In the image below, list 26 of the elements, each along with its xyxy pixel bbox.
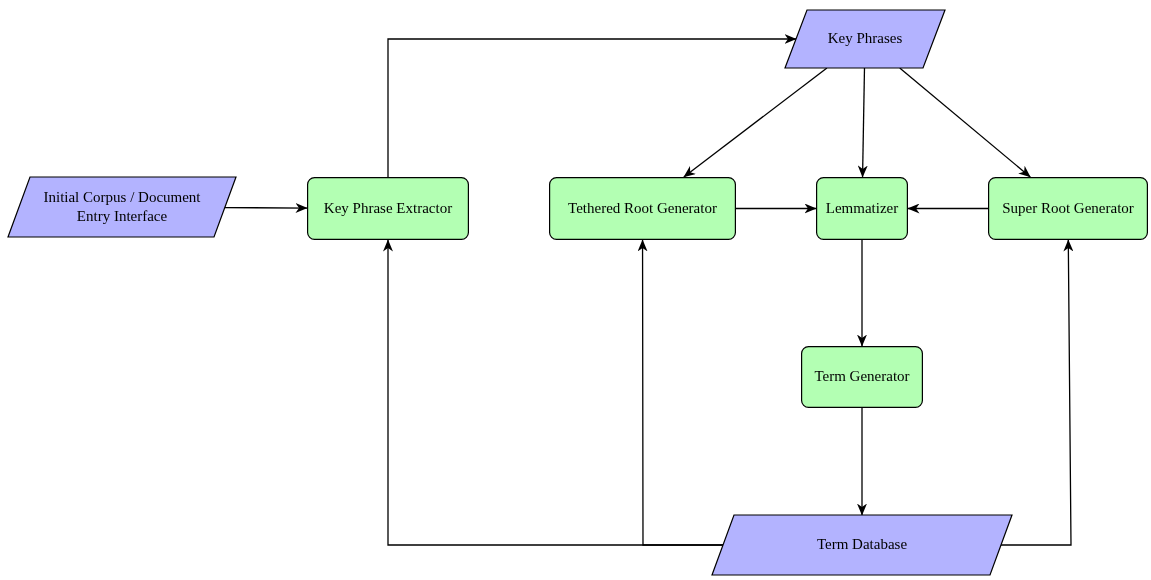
data-parallelogram	[785, 10, 945, 68]
arrow	[683, 67, 828, 178]
arrow	[735, 203, 817, 214]
process-box	[801, 346, 923, 408]
arrow	[637, 239, 724, 546]
process-box	[816, 177, 908, 240]
node-label: Key Phrases	[827, 29, 903, 49]
arrow	[224, 203, 308, 213]
arrow	[899, 67, 1031, 178]
process-box	[549, 177, 736, 240]
arrow	[857, 239, 867, 347]
arrow	[387, 34, 797, 178]
node-label: Key Phrase Extractor	[323, 198, 453, 218]
data-parallelogram	[8, 177, 236, 237]
node-label: Tethered Root Generator	[568, 198, 717, 218]
arrow	[857, 67, 868, 178]
node-label: Lemmatizer	[825, 198, 899, 218]
arrow	[857, 407, 867, 516]
node-label: Super Root Generator	[1002, 198, 1134, 218]
data-parallelogram	[712, 515, 1012, 575]
arrow	[907, 203, 989, 214]
process-box	[307, 177, 469, 240]
node-label: Initial Corpus / Document Entry Interface	[42, 187, 202, 226]
node-label: Term Database	[816, 535, 908, 555]
process-box	[988, 177, 1148, 240]
node-label: Term Generator	[814, 367, 910, 387]
